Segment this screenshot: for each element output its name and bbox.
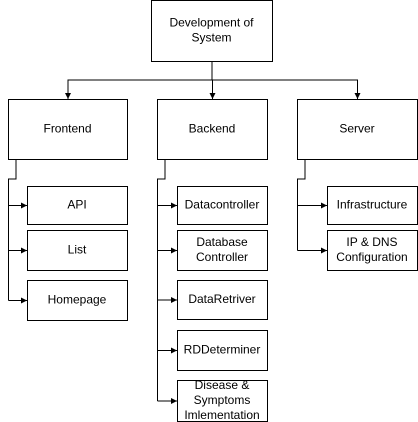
child-node-backend-disease-symptoms-imlementation-label-line-3: Imlementation — [184, 408, 259, 422]
column-node-backend: Backend — [157, 99, 268, 160]
child-node-backend-disease-symptoms-imlementation-label-line-2: Symptoms — [194, 393, 251, 407]
connector-spine-server — [297, 159, 306, 251]
child-node-frontend-list-label-line-1: List — [68, 243, 87, 257]
column-node-server: Server — [297, 99, 418, 160]
connector-root-to-frontend — [65, 79, 212, 99]
child-node-frontend-api-box — [27, 186, 128, 225]
child-node-server-ip-dns-configuration-label-line-1: IP & DNS — [346, 235, 397, 249]
child-node-backend-disease-symptoms-imlementation-box — [177, 380, 268, 422]
child-node-backend-rddeterminer: RDDeterminer — [177, 330, 268, 371]
child-node-frontend-homepage-box — [27, 280, 128, 321]
column-node-backend-box — [157, 99, 268, 160]
child-node-backend-datacontroller-box — [177, 186, 268, 225]
column-node-frontend-box — [8, 99, 128, 160]
connector-root-to-backend — [209, 79, 216, 99]
child-node-frontend-homepage-label-line-1: Homepage — [48, 293, 107, 307]
child-node-backend-disease-symptoms-imlementation-label-line-1: Disease & — [195, 378, 250, 392]
column-node-server-label-line-1: Server — [339, 122, 374, 136]
child-node-backend-rddeterminer-box — [177, 330, 268, 371]
root-node-label-line-2: System — [191, 31, 231, 45]
child-node-backend-database-controller-label-line-1: Database — [196, 235, 248, 249]
child-node-frontend-api: API — [27, 186, 128, 225]
child-node-server-infrastructure-label-line-1: Infrastructure — [337, 198, 408, 212]
column-node-frontend-label-line-1: Frontend — [43, 122, 91, 136]
child-node-backend-datacontroller-label-line-1: Datacontroller — [185, 198, 260, 212]
child-node-frontend-list: List — [27, 230, 128, 271]
child-node-backend-database-controller-box — [177, 230, 268, 271]
child-node-server-ip-dns-configuration-label-line-2: Configuration — [336, 250, 407, 264]
child-node-backend-rddeterminer-label-line-1: RDDeterminer — [184, 343, 261, 357]
connector-lines — [8, 61, 361, 404]
column-node-backend-label-line-1: Backend — [189, 122, 236, 136]
child-node-server-infrastructure: Infrastructure — [327, 186, 418, 225]
child-node-backend-dataretriver-box — [177, 280, 268, 320]
child-node-backend-dataretriver-label-line-1: DataRetriver — [188, 292, 255, 306]
child-node-backend-database-controller-label-line-2: Controller — [196, 250, 248, 264]
root-node-box — [151, 0, 273, 62]
root-node-label-line-1: Development of — [169, 16, 254, 30]
connector-root-to-server — [212, 79, 361, 99]
connector-spine-frontend — [8, 159, 17, 301]
connector-spine-backend — [157, 159, 166, 401]
child-node-backend-dataretriver: DataRetriver — [177, 280, 268, 320]
column-node-frontend: Frontend — [8, 99, 128, 160]
child-node-frontend-homepage: Homepage — [27, 280, 128, 321]
child-node-backend-datacontroller: Datacontroller — [177, 186, 268, 225]
child-node-frontend-list-box — [27, 230, 128, 271]
child-node-frontend-api-label-line-1: API — [67, 198, 86, 212]
